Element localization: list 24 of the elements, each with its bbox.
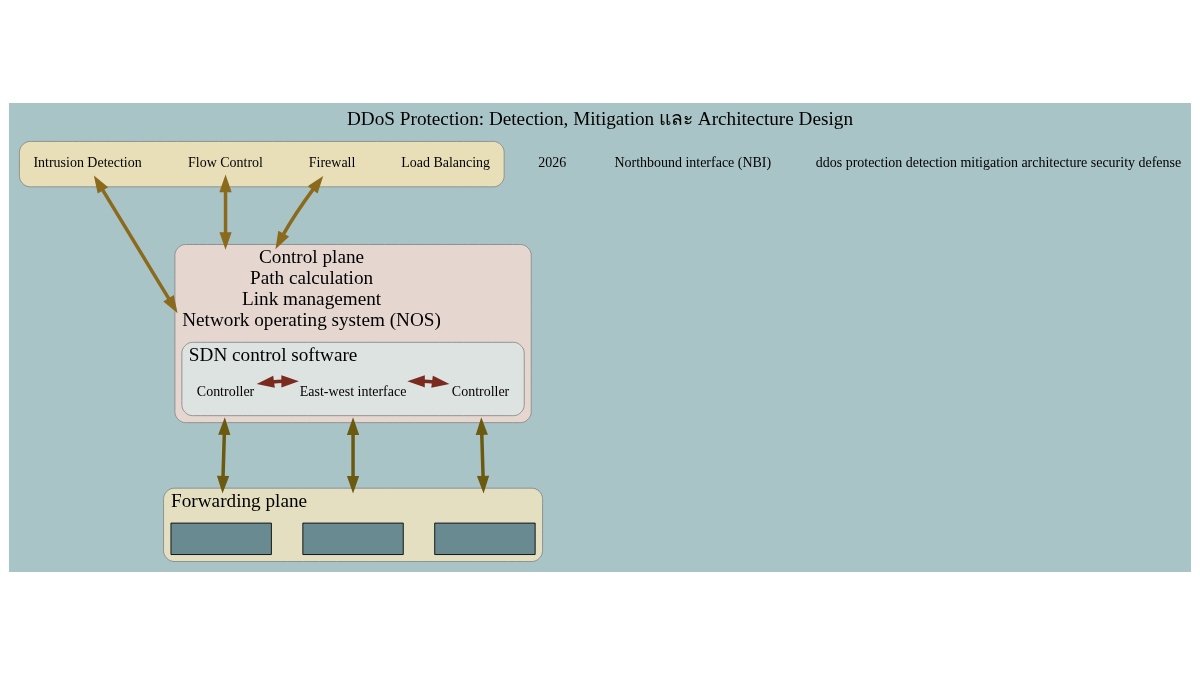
arrow — [407, 375, 450, 388]
node-box — [434, 522, 536, 555]
node-text: Load Balancing — [401, 155, 491, 171]
node-box — [302, 522, 404, 555]
arrow — [93, 175, 178, 314]
node-text: Firewall — [308, 155, 356, 171]
arrow — [275, 175, 324, 250]
diagram-title: DDoS Protection: Detection, Mitigation และ Architecture Design — [347, 108, 853, 130]
label: ddos protection detection mitigation architecture security defense — [815, 155, 1182, 171]
arrow — [475, 417, 490, 494]
node-text: Intrusion Detection — [33, 155, 142, 171]
node-box — [170, 522, 272, 555]
arrow — [219, 174, 232, 250]
label: Northbound interface (NBI) — [614, 155, 772, 171]
node-text: East-west interface — [299, 384, 407, 400]
cluster: Forwarding plane — [163, 487, 543, 562]
node-text: Controller — [196, 384, 255, 400]
node-text: Flow Control — [188, 155, 263, 171]
arrow — [216, 417, 231, 494]
label: 2026 — [538, 155, 567, 171]
cluster — [19, 141, 505, 188]
node-text: Controller — [451, 384, 510, 400]
arrow — [346, 417, 360, 494]
arrow — [256, 375, 299, 388]
